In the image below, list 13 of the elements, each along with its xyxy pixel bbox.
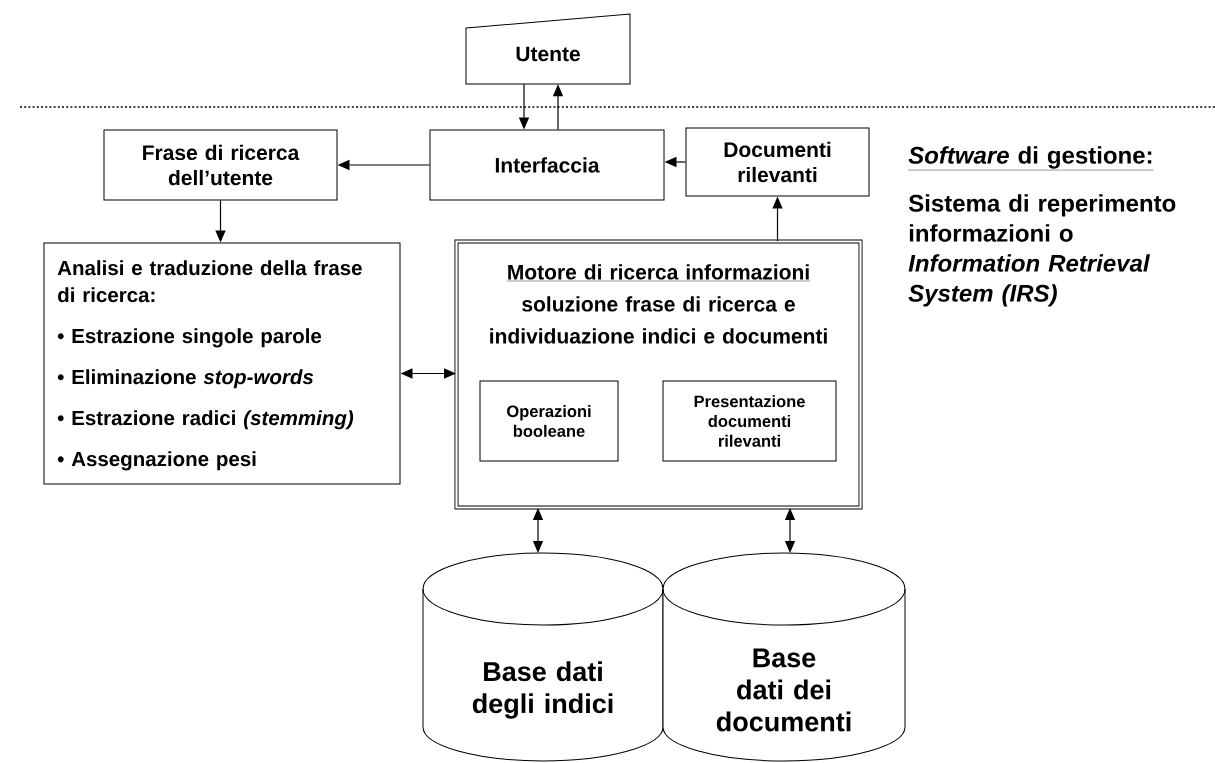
arrow — [532, 508, 544, 553]
database-cylinder: Base dati dei documenti — [662, 552, 906, 762]
database-cylinder: Base dati degli indici — [422, 552, 664, 762]
heading: Software di gestione: — [908, 146, 1154, 171]
process-box: Presentazione documenti rilevanti — [662, 380, 837, 462]
process-box: Frase di ricerca dell’utente — [103, 129, 338, 201]
process-box: Interfaccia — [429, 129, 665, 201]
process-box: Operazioni booleane — [479, 380, 619, 462]
node-label: Base dati dei documenti — [716, 648, 851, 732]
process-box: Documenti rilevanti — [685, 127, 870, 197]
process-box: Analisi e traduzione della frase di ricerca: • Estrazione singole parole • Eliminazione stop-words • Estrazione radici (stemming) • Assegnazione pesi — [43, 242, 401, 485]
description-text: Sistema di reperimento informazioni o Information Retrieval System (IRS) — [908, 194, 1176, 307]
arrow — [784, 508, 796, 553]
